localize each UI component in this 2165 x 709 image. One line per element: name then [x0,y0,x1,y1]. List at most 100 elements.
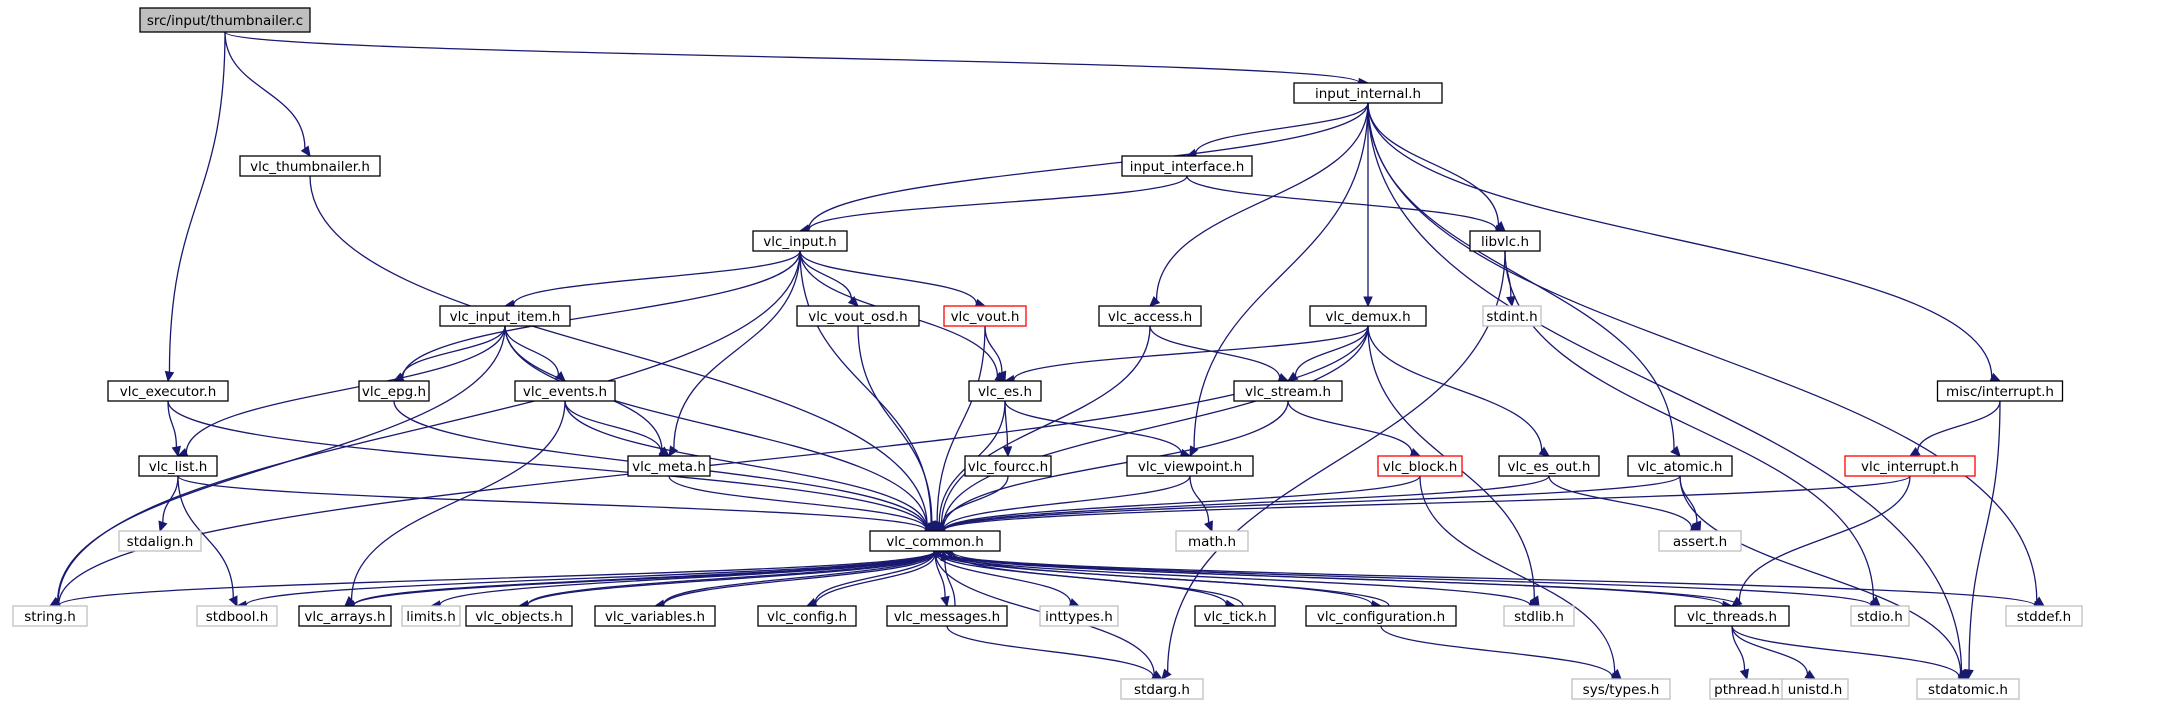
node-label: input_internal.h [1315,86,1421,102]
node-box [138,455,218,477]
node-vlc-threads[interactable]: vlc_threads.h [1674,605,1790,627]
node-unistd: unistd.h [1781,678,1849,700]
edge-vlc_messages-to-stdarg [946,625,1164,682]
node-box [401,605,461,627]
node-label: vlc_executor.h [120,384,217,400]
node-label: vlc_input.h [763,234,837,250]
edge-vlc_input_item-to-string [48,325,506,607]
node-vlc-vout[interactable]: vlc_vout.h [943,305,1027,327]
edge-vlc_stream-to-vlc_block [1287,400,1422,457]
node-vlc-list[interactable]: vlc_list.h [138,455,218,477]
node-label: vlc_interrupt.h [1861,459,1959,475]
node-vlc-variables[interactable]: vlc_variables.h [594,605,716,627]
node-vlc-es[interactable]: vlc_es.h [968,380,1042,402]
node-box [943,305,1027,327]
node-vlc-access[interactable]: vlc_access.h [1098,305,1202,327]
node-vlc-interrupt[interactable]: vlc_interrupt.h [1844,455,1976,477]
edge-vlc_messages-to-vlc_common [940,549,956,607]
node-vlc-thumbnailer[interactable]: vlc_thumbnailer.h [239,155,381,177]
node-vlc-viewpoint[interactable]: vlc_viewpoint.h [1126,455,1254,477]
node-vlc-es-out[interactable]: vlc_es_out.h [1498,455,1600,477]
node-label: vlc_list.h [149,459,208,475]
edge-libvlc-to-stdio [1504,250,1881,607]
edge-vlc_vout-to-vlc_es [984,325,1007,383]
edge-vlc_thumbnailer-to-vlc_common [309,175,937,532]
node-label: stddef.h [2017,609,2071,625]
node-box [1305,605,1457,627]
node-box [298,605,392,627]
node-input-internal[interactable]: input_internal.h [1293,82,1443,104]
edge-libvlc-to-stdint [1504,250,1516,308]
node-vlc-executor[interactable]: vlc_executor.h [107,380,229,402]
node-box [1674,605,1790,627]
edge-vlc_input_item-to-vlc_common [504,325,937,532]
node-box [757,605,857,627]
node-vlc-atomic[interactable]: vlc_atomic.h [1627,455,1733,477]
node-vlc-messages[interactable]: vlc_messages.h [886,605,1008,627]
edge-input_internal-to-vlc_access [1149,102,1369,307]
node-limits: limits.h [401,605,461,627]
node-box [1844,455,1976,477]
node-misc-interrupt[interactable]: misc/interrupt.h [1936,380,2064,402]
node-string: string.h [12,605,88,627]
node-box [1120,678,1204,700]
edges-layer [48,31,2046,682]
edge-input_internal-to-vlc_input [798,102,1369,234]
node-root[interactable]: src/input/thumbnailer.c [139,7,311,33]
node-vlc-input-item[interactable]: vlc_input_item.h [439,305,571,327]
node-label: vlc_tick.h [1203,609,1266,625]
node-box [886,605,1008,627]
node-label: stdalign.h [127,534,194,550]
node-vlc-events[interactable]: vlc_events.h [514,380,616,402]
edge-vlc_interrupt-to-vlc_threads [1731,475,1911,607]
edge-root-to-input_internal [224,31,1370,88]
node-label: stdarg.h [1134,682,1190,698]
node-box [594,605,716,627]
node-vlc-tick[interactable]: vlc_tick.h [1194,605,1276,627]
node-label: pthread.h [1714,682,1780,698]
node-stdarg: stdarg.h [1120,678,1204,700]
node-box [1781,678,1849,700]
node-label: vlc_configuration.h [1317,609,1445,625]
node-label: assert.h [1673,534,1727,550]
node-label: stdatomic.h [1928,682,2008,698]
node-box [1098,305,1202,327]
node-vlc-configuration[interactable]: vlc_configuration.h [1305,605,1457,627]
node-libvlc[interactable]: libvlc.h [1469,230,1541,252]
edge-input_internal-to-vlc_viewpoint [1189,102,1369,458]
node-label: vlc_threads.h [1687,609,1777,625]
node-stdio: stdio.h [1850,605,1910,627]
node-vlc-arrays[interactable]: vlc_arrays.h [298,605,392,627]
node-box [1175,530,1249,552]
node-vlc-config[interactable]: vlc_config.h [757,605,857,627]
node-vlc-common[interactable]: vlc_common.h [869,530,1001,552]
node-input-interface[interactable]: input_interface.h [1121,155,1253,177]
node-box [12,605,88,627]
node-vlc-input[interactable]: vlc_input.h [752,230,848,252]
node-label: limits.h [406,609,456,625]
node-inttypes: inttypes.h [1039,605,1119,627]
node-vlc-meta[interactable]: vlc_meta.h [627,455,711,477]
node-label: vlc_input_item.h [450,309,561,325]
node-label: vlc_vout_osd.h [808,309,907,325]
node-box [1293,82,1443,104]
edge-vlc_es_out-to-assert [1548,475,1702,533]
node-vlc-stream[interactable]: vlc_stream.h [1233,380,1343,402]
node-label: vlc_atomic.h [1638,459,1723,475]
node-box [627,455,711,477]
edge-misc_interrupt-to-stdatomic [1964,400,2001,681]
node-vlc-objects[interactable]: vlc_objects.h [465,605,573,627]
node-box [1503,605,1575,627]
node-box [118,530,202,552]
node-vlc-demux[interactable]: vlc_demux.h [1309,305,1427,327]
node-box [1377,455,1463,477]
node-box [1039,605,1119,627]
node-vlc-fourcc[interactable]: vlc_fourcc.h [964,455,1052,477]
node-vlc-block[interactable]: vlc_block.h [1377,455,1463,477]
node-label: vlc_variables.h [605,609,705,625]
edge-vlc_interrupt-to-vlc_common [933,475,1911,536]
node-vlc-epg[interactable]: vlc_epg.h [358,380,430,402]
edge-input_interface-to-vlc_input [798,175,1188,235]
node-box [2005,605,2083,627]
node-vlc-vout-osd[interactable]: vlc_vout_osd.h [796,305,920,327]
